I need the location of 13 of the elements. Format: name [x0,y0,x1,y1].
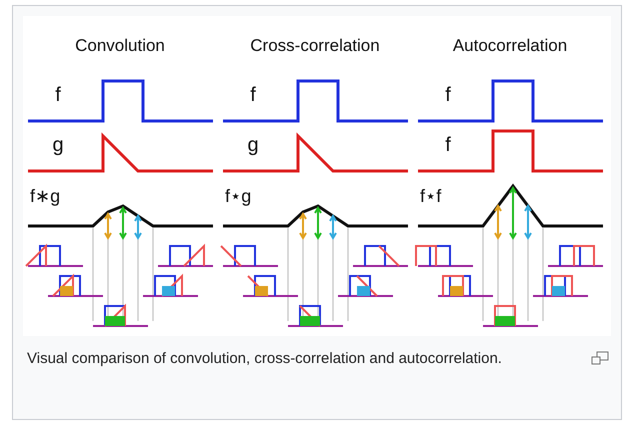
column-title: Cross-correlation [250,36,380,56]
result-label: f⋆g [225,186,252,207]
signal-label: f [445,134,451,157]
signal-label: f [445,84,451,107]
caption: Visual comparison of convolution, cross-correlation and autocorrelation. [27,349,503,369]
signal-label: f [55,84,61,107]
column-title: Autocorrelation [452,36,568,56]
signal-label: g [52,134,64,157]
column-title: Convolution [75,36,165,56]
result-label: f⋆f [420,186,442,207]
signal-label: g [247,134,259,157]
signal-label: f [250,84,256,107]
result-label: f∗g [30,186,60,207]
